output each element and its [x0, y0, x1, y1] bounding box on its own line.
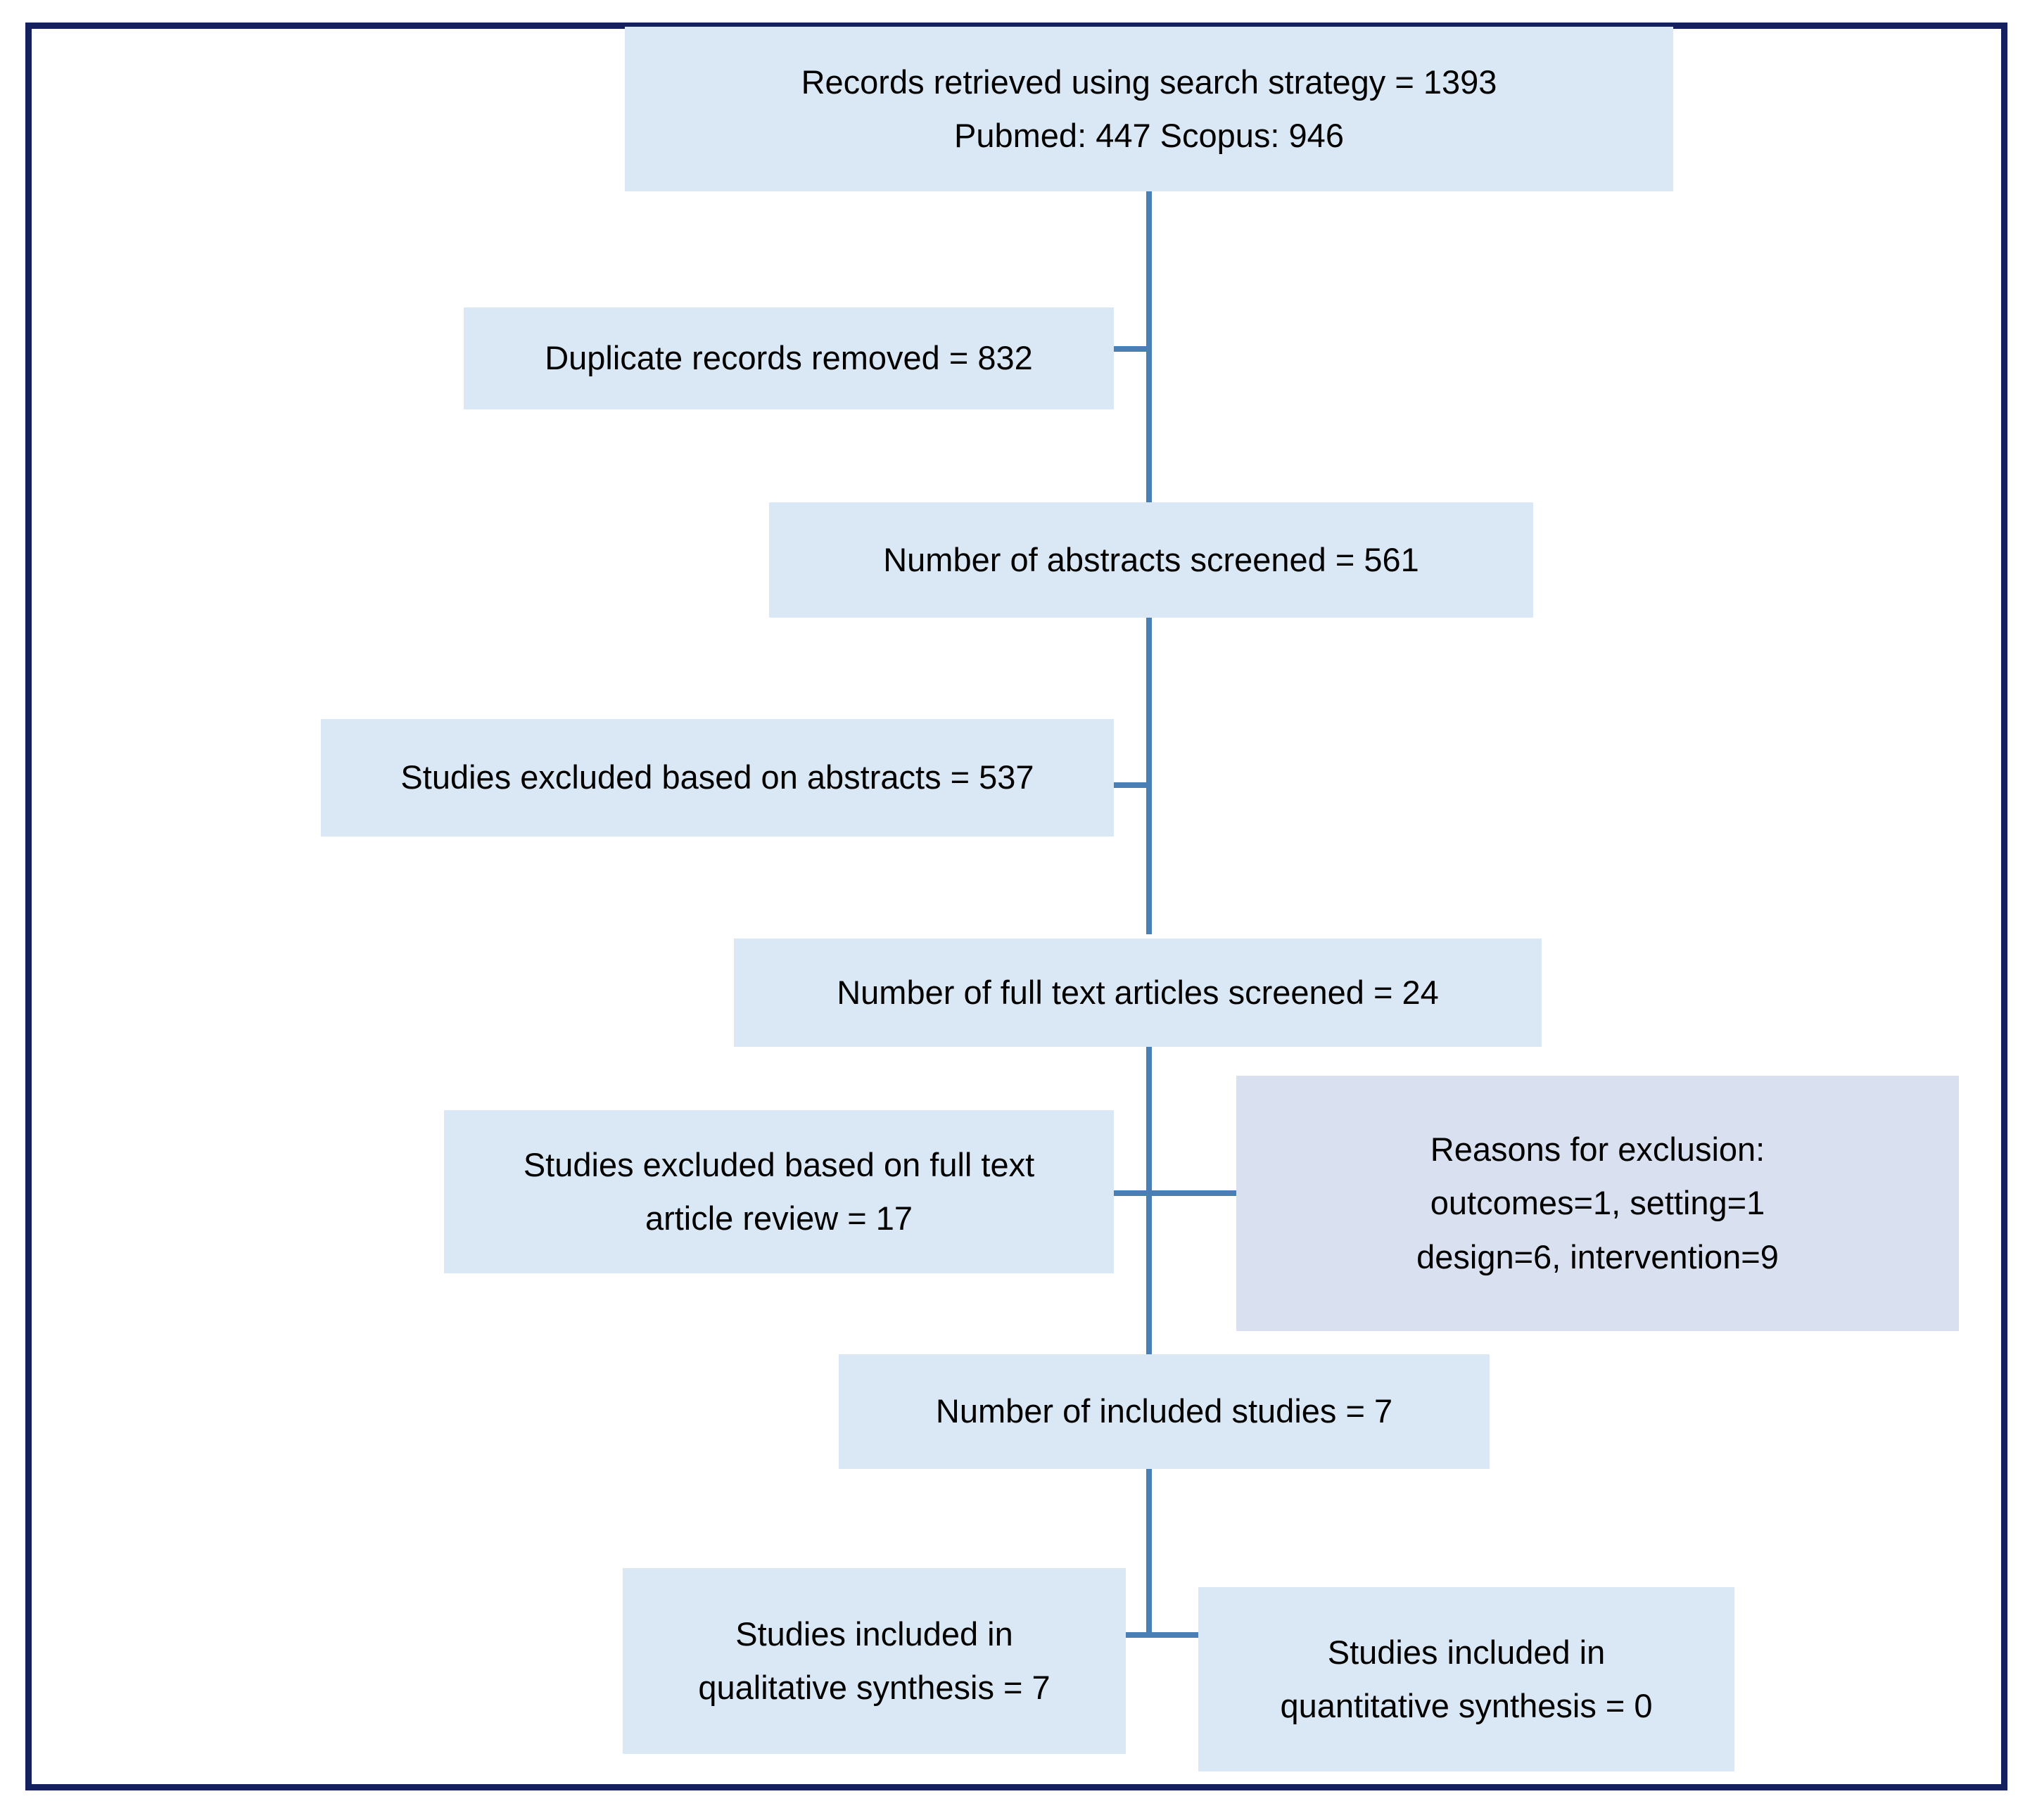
node-qualitative-synthesis: Studies included in qualitative synthesi… [623, 1568, 1126, 1754]
qualitative-synthesis-line2: qualitative synthesis = 7 [698, 1669, 1051, 1706]
quantitative-synthesis-line2: quantitative synthesis = 0 [1280, 1687, 1653, 1724]
diagram-outer-border [25, 23, 2007, 1790]
fulltext-screened-line1: Number of full text articles screened = … [837, 973, 1439, 1011]
node-duplicates-removed: Duplicate records removed = 832 [464, 307, 1114, 409]
connector-included-to-synthesis [1146, 1469, 1152, 1638]
abstracts-screened-line1: Number of abstracts screened = 561 [883, 540, 1419, 578]
node-records-retrieved: Records retrieved using search strategy … [625, 27, 1673, 191]
connector-abstracts-to-fulltext [1146, 618, 1152, 934]
connector-excluded-fulltext-to-reasons [1103, 1190, 1236, 1196]
node-abstracts-screened: Number of abstracts screened = 561 [769, 502, 1533, 618]
records-retrieved-line1: Records retrieved using search strategy … [801, 63, 1497, 101]
quantitative-synthesis-line1: Studies included in [1327, 1633, 1606, 1671]
excluded-fulltext-line2: article review = 17 [645, 1199, 913, 1237]
reasons-line3: design=6, intervention=9 [1416, 1237, 1779, 1275]
excluded-abstracts-line1: Studies excluded based on abstracts = 53… [400, 758, 1034, 796]
excluded-fulltext-line1: Studies excluded based on full text [523, 1145, 1035, 1183]
reasons-line2: outcomes=1, setting=1 [1430, 1184, 1765, 1222]
qualitative-synthesis-line1: Studies included in [735, 1615, 1013, 1653]
included-studies-line1: Number of included studies = 7 [935, 1392, 1393, 1430]
duplicates-removed-line1: Duplicate records removed = 832 [545, 339, 1033, 377]
node-included-studies: Number of included studies = 7 [839, 1354, 1490, 1469]
records-retrieved-line2: Pubmed: 447 Scopus: 946 [954, 117, 1344, 154]
node-excluded-abstracts: Studies excluded based on abstracts = 53… [321, 719, 1114, 836]
connector-fulltext-to-included [1146, 1047, 1152, 1358]
connector-synthesis-tbar [1096, 1632, 1205, 1638]
reasons-line1: Reasons for exclusion: [1430, 1131, 1765, 1169]
node-quantitative-synthesis: Studies included in quantitative synthes… [1198, 1587, 1734, 1771]
connector-excluded-abstracts-stub [1114, 782, 1152, 788]
node-fulltext-screened: Number of full text articles screened = … [734, 938, 1542, 1047]
node-excluded-fulltext: Studies excluded based on full text arti… [444, 1110, 1114, 1273]
connector-duplicates-stub [1114, 346, 1152, 352]
node-reasons-for-exclusion: Reasons for exclusion: outcomes=1, setti… [1236, 1076, 1959, 1331]
